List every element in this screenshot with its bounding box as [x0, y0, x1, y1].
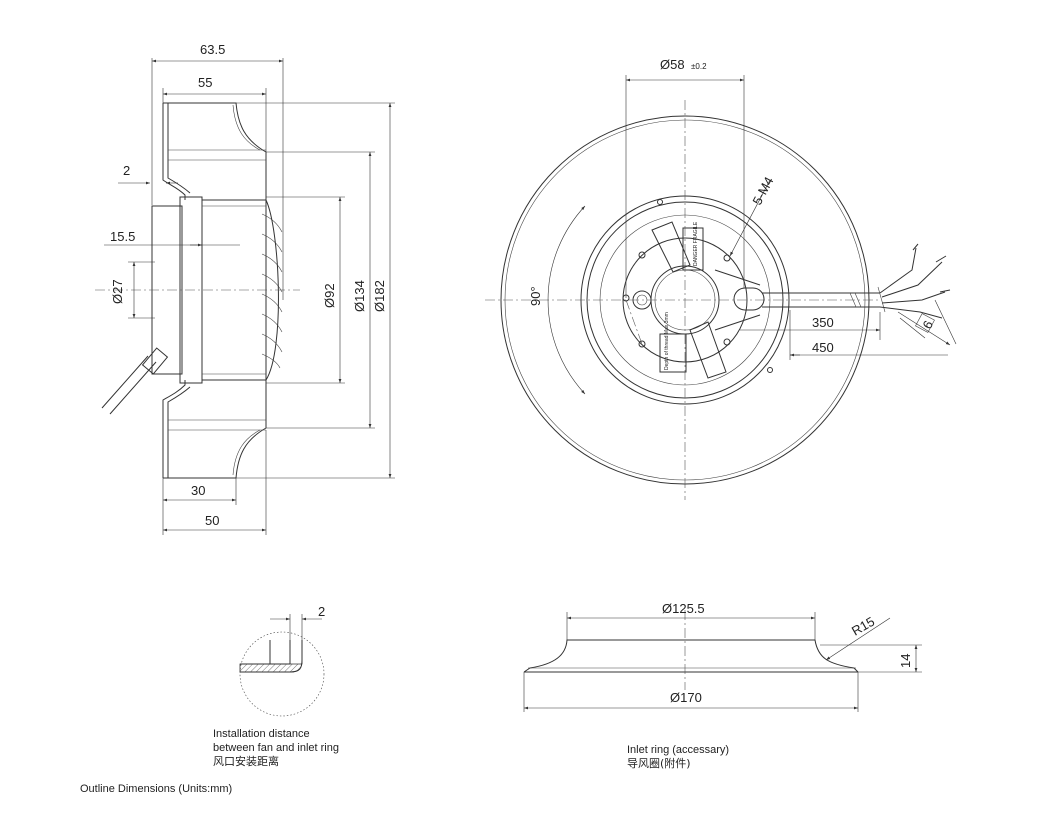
- footer-title: Outline Dimensions (Units:mm): [80, 783, 233, 795]
- dim-bolt-circle: Ø58: [660, 57, 685, 72]
- dim-thread: 5-M4: [749, 174, 776, 207]
- detail-caption-line2: between fan and inlet ring: [213, 742, 339, 754]
- dim-base-depth: 30: [191, 483, 205, 498]
- dim-base-depth-total: 50: [205, 513, 219, 528]
- dim-cable-450: 450: [812, 340, 834, 355]
- detail-caption: Installation distance between fan and in…: [213, 727, 339, 769]
- detail-caption-line1: Installation distance: [213, 728, 310, 740]
- side-view: 63.5 55 2 15.5 Ø27 Ø92 Ø134 Ø182 30 50: [95, 42, 395, 535]
- ring-caption: Inlet ring (accessary) 导风圈(附件): [627, 743, 729, 771]
- detail-caption-cn: 风口安装距离: [213, 755, 279, 768]
- ring-caption-line1: Inlet ring (accessary): [627, 744, 730, 756]
- front-label-top: DANGER FRAGILE: [693, 221, 699, 266]
- ring-caption-cn: 导风圈(附件): [627, 757, 691, 770]
- front-view: DANGER FRAGILE Depth of thread Max 3mm Ø…: [485, 57, 957, 500]
- ring-height: 14: [898, 654, 913, 668]
- ring-radius: R15: [849, 614, 877, 639]
- dim-cable-350: 350: [812, 315, 834, 330]
- dim-outer-dia: Ø182: [372, 280, 387, 312]
- dim-depth: 55: [198, 75, 212, 90]
- dim-offset: 15.5: [110, 229, 135, 244]
- ring-outer-dia: Ø170: [670, 690, 702, 705]
- dim-motor-dia: Ø92: [322, 283, 337, 308]
- inlet-ring-view: Ø125.5 Ø170 R15 14: [523, 601, 922, 712]
- dim-angle: 90°: [528, 286, 543, 306]
- detail-dim-gap: 2: [318, 604, 325, 619]
- ring-inner-dia: Ø125.5: [662, 601, 705, 616]
- dim-hub-dia: Ø27: [110, 279, 125, 304]
- dim-overall-depth: 63.5: [200, 42, 225, 57]
- dim-bolt-tol: ±0.2: [691, 62, 707, 71]
- front-label-bottom: Depth of thread Max 3mm: [664, 312, 670, 370]
- dim-inlet-dia: Ø134: [352, 280, 367, 312]
- dim-gap: 2: [123, 163, 130, 178]
- installation-detail: 2: [239, 604, 325, 717]
